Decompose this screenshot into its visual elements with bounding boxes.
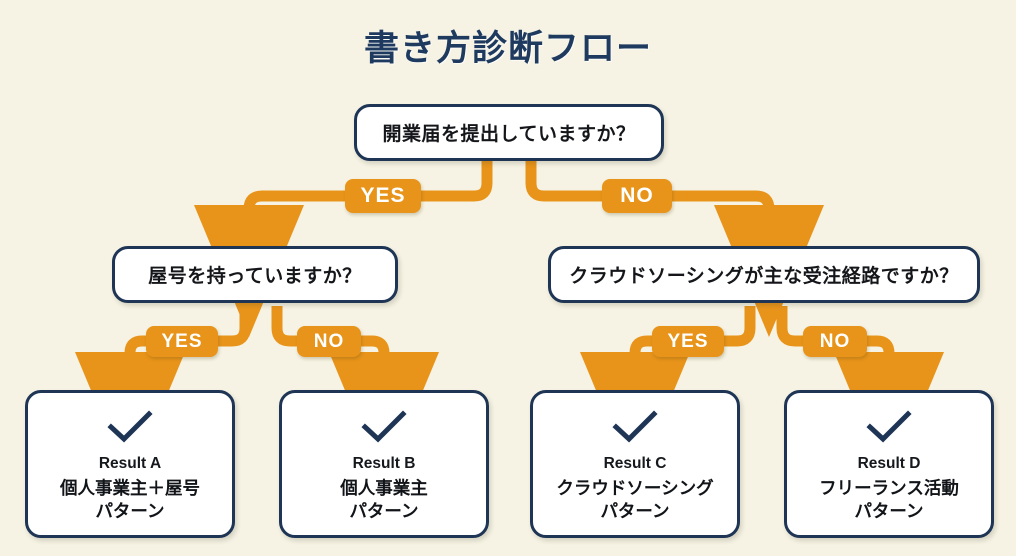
- page-title: 書き方診断フロー: [363, 29, 652, 68]
- result-line-1: フリーランス活動: [819, 477, 959, 498]
- edge-label-yes-right: YES: [652, 326, 724, 357]
- result-line-2: パターン: [854, 500, 924, 521]
- edge-label-text: NO: [313, 330, 345, 352]
- edge-label-text: YES: [667, 330, 709, 352]
- result-line-1: 個人事業主: [340, 477, 428, 498]
- result-card-b[interactable]: Result B 個人事業主 パターン: [279, 390, 489, 538]
- decision-label: 開業届を提出していますか？: [382, 124, 636, 145]
- result-id: Result A: [98, 454, 162, 472]
- result-card-c[interactable]: Result C クラウドソーシング パターン: [530, 390, 740, 538]
- edge-label-text: YES: [161, 330, 203, 352]
- edge-label-no-left: NO: [297, 326, 361, 357]
- decision-label: 屋号を持っていますか？: [148, 266, 362, 287]
- decision-label: クラウドソーシングが主な受注経路ですか？: [569, 266, 959, 287]
- edge-label-text: NO: [620, 184, 654, 207]
- check-icon: [612, 410, 658, 443]
- check-icon: [361, 410, 407, 443]
- result-card-d[interactable]: Result D フリーランス活動 パターン: [784, 390, 994, 538]
- edge-label-no-right: NO: [803, 326, 867, 357]
- result-line-1: 個人事業主＋屋号: [60, 477, 200, 498]
- check-icon: [107, 410, 153, 443]
- check-icon: [866, 410, 912, 443]
- edge-label-text: NO: [819, 330, 851, 352]
- result-line-2: パターン: [95, 500, 165, 521]
- edge-label-yes-left: YES: [146, 326, 218, 357]
- decision-node-root[interactable]: 開業届を提出していますか？: [354, 104, 664, 161]
- result-card-a[interactable]: Result A 個人事業主＋屋号 パターン: [25, 390, 235, 538]
- result-line-2: パターン: [349, 500, 419, 521]
- result-line-2: パターン: [600, 500, 670, 521]
- decision-node-right[interactable]: クラウドソーシングが主な受注経路ですか？: [548, 246, 980, 303]
- result-id: Result D: [857, 454, 921, 472]
- result-line-1: クラウドソーシング: [556, 477, 714, 498]
- decision-node-left[interactable]: 屋号を持っていますか？: [112, 246, 398, 303]
- result-id: Result C: [603, 454, 667, 472]
- edge-label-text: YES: [360, 184, 406, 207]
- edge-label-yes-root: YES: [345, 179, 421, 213]
- edge-label-no-root: NO: [602, 179, 672, 213]
- result-id: Result B: [352, 454, 416, 472]
